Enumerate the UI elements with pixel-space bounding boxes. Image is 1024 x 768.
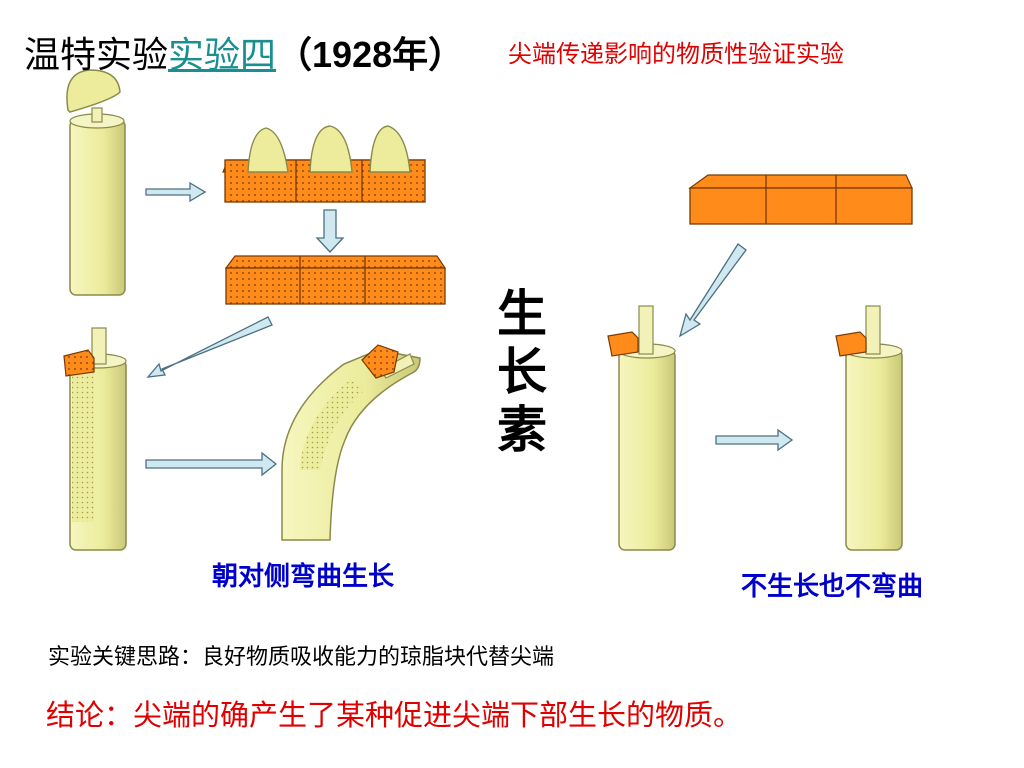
key-idea-text: 实验关键思路：良好物质吸收能力的琼脂块代替尖端 [48,645,555,670]
bent-stem [281,344,421,541]
caption-bends-toward-opposite: 朝对侧弯曲生长 [212,562,395,592]
arrow-right-2 [145,451,278,477]
arrow-down [315,209,345,253]
stem-with-removed-tip [66,69,126,296]
stem-unchanged [835,305,903,551]
page-subtitle: 尖端传递影响的物质性验证实验 [508,40,844,68]
page-title: 温特实验实验四（1928年） [24,26,464,78]
title-link[interactable]: 实验四 [168,35,277,76]
caption-no-growth-no-bend: 不生长也不弯曲 [741,572,924,602]
tips-on-agar-block [222,125,426,203]
plain-agar-block [688,174,913,225]
stem-with-agar-on-side [63,327,127,551]
vertical-label-auxin: 生长素 [497,285,547,459]
conclusion-text: 结论：尖端的确产生了某种促进尖端下部生长的物质。 [46,698,743,732]
stem-with-plain-agar [607,305,676,551]
title-prefix: 温特实验 [24,35,169,76]
arrow-right-3 [715,428,794,452]
arrow-right-1 [145,181,207,203]
agar-block-with-substance [224,255,447,305]
arrow-diagonal-left-2 [678,243,747,338]
title-year: （1928年） [276,34,465,75]
arrow-diagonal-left [146,316,273,378]
